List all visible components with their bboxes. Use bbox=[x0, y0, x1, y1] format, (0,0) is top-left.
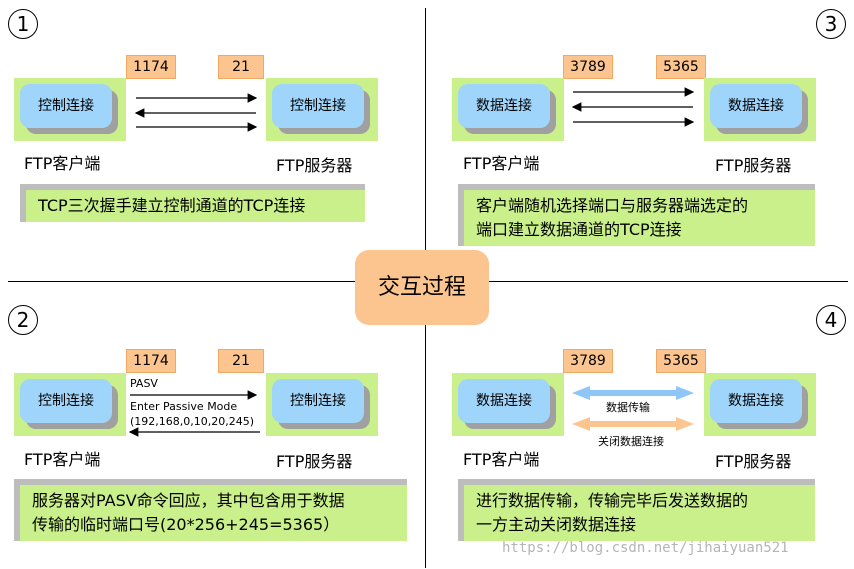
control-connection-node: 控制连接 bbox=[20, 379, 112, 423]
server-port-badge: 5365 bbox=[656, 55, 706, 79]
note-line: 一方主动关闭数据连接 bbox=[476, 515, 637, 534]
step-number-2: 2 bbox=[8, 305, 38, 335]
note-line: 客户端随机选择端口与服务器端选定的 bbox=[476, 196, 749, 215]
client-port-badge: 3789 bbox=[563, 349, 613, 373]
client-host: 数据连接 bbox=[452, 78, 564, 141]
data-transfer-label: 数据传输 bbox=[606, 401, 650, 414]
center-title: 交互过程 bbox=[355, 250, 489, 325]
note-line: 进行数据传输，传输完毕后发送数据的 bbox=[476, 491, 749, 510]
passive-mode-message: Enter Passive Mode bbox=[130, 400, 238, 413]
control-connection-node: 控制连接 bbox=[272, 379, 364, 423]
step-number-1: 1 bbox=[8, 9, 38, 39]
step-note: TCP三次握手建立控制通道的TCP连接 bbox=[26, 190, 365, 222]
data-connection-node: 数据连接 bbox=[710, 379, 802, 423]
client-port-badge: 1174 bbox=[126, 55, 176, 79]
client-host: 数据连接 bbox=[452, 373, 564, 436]
server-label: FTP服务器 bbox=[276, 452, 353, 471]
client-host: 控制连接 bbox=[14, 373, 126, 436]
p4-close-arrow bbox=[572, 417, 694, 431]
server-port-badge: 21 bbox=[218, 55, 264, 79]
client-port-badge: 3789 bbox=[563, 55, 613, 79]
server-label: FTP服务器 bbox=[276, 156, 353, 175]
step-note: 客户端随机选择端口与服务器端选定的 端口建立数据通道的TCP连接 bbox=[464, 190, 815, 246]
client-label: FTP客户端 bbox=[463, 154, 540, 173]
p4-transfer-arrow bbox=[572, 386, 694, 400]
step-number-3: 3 bbox=[816, 9, 846, 39]
note-line: 服务器对PASV命令回应，其中包含用于数据 bbox=[32, 491, 345, 510]
server-host: 数据连接 bbox=[704, 78, 816, 141]
pasv-message: PASV bbox=[130, 377, 158, 390]
note-line: 传输的临时端口号(20*256+245=5365） bbox=[32, 515, 340, 534]
server-port-badge: 5365 bbox=[656, 349, 706, 373]
step-note: 服务器对PASV命令回应，其中包含用于数据 传输的临时端口号(20*256+24… bbox=[20, 485, 407, 541]
passive-address-message: (192,168,0,10,20,245) bbox=[130, 415, 255, 428]
client-label: FTP客户端 bbox=[24, 450, 101, 469]
note-line: 端口建立数据通道的TCP连接 bbox=[476, 220, 682, 239]
control-connection-node: 控制连接 bbox=[20, 84, 112, 128]
server-host: 控制连接 bbox=[266, 373, 378, 436]
server-port-badge: 21 bbox=[218, 349, 264, 373]
step-number-4: 4 bbox=[816, 305, 846, 335]
step-note: 进行数据传输，传输完毕后发送数据的 一方主动关闭数据连接 bbox=[464, 485, 815, 541]
close-connection-label: 关闭数据连接 bbox=[598, 435, 664, 448]
client-host: 控制连接 bbox=[14, 78, 126, 141]
server-host: 数据连接 bbox=[704, 373, 816, 436]
server-label: FTP服务器 bbox=[715, 156, 792, 175]
data-connection-node: 数据连接 bbox=[458, 379, 550, 423]
server-label: FTP服务器 bbox=[715, 452, 792, 471]
data-connection-node: 数据连接 bbox=[710, 84, 802, 128]
client-label: FTP客户端 bbox=[463, 450, 540, 469]
watermark: https://blog.csdn.net/jihaiyuan521 bbox=[502, 540, 789, 556]
data-connection-node: 数据连接 bbox=[458, 84, 550, 128]
client-label: FTP客户端 bbox=[24, 154, 101, 173]
server-host: 控制连接 bbox=[266, 78, 378, 141]
control-connection-node: 控制连接 bbox=[272, 84, 364, 128]
client-port-badge: 1174 bbox=[126, 349, 176, 373]
